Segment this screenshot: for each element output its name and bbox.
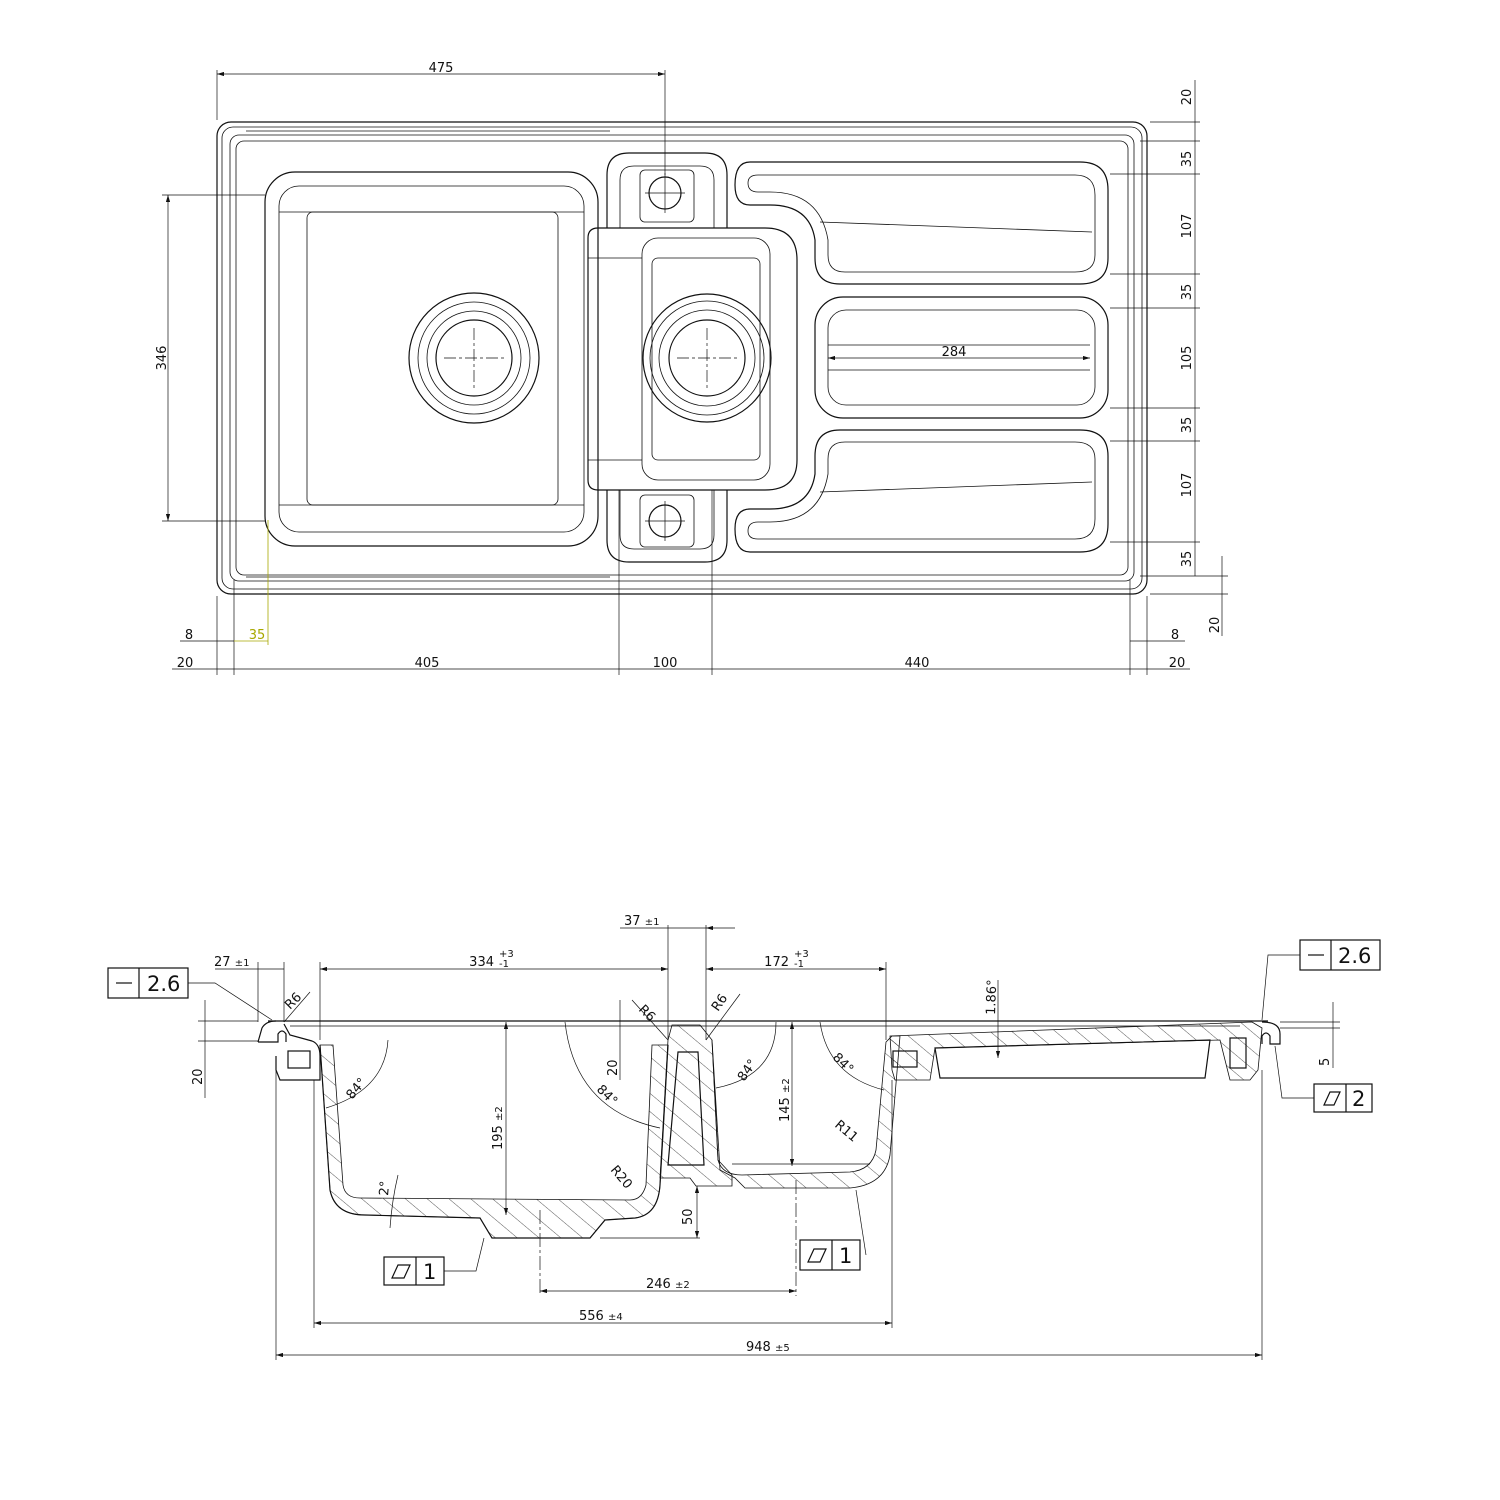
tap-hole-bottom bbox=[606, 490, 728, 563]
dim-346: 346 bbox=[155, 346, 170, 371]
dim-8-left: 8 bbox=[185, 628, 193, 643]
label-r20: R20 bbox=[607, 1163, 635, 1192]
svg-text:2: 2 bbox=[1352, 1087, 1365, 1111]
dim-8-right: 8 bbox=[1171, 628, 1179, 643]
flatness-tolerance-right: 2.6 bbox=[1261, 939, 1381, 1021]
flatness-tolerance-left: 2.6 bbox=[107, 967, 273, 1021]
label-angle-84-b: 84° bbox=[593, 1082, 620, 1109]
dim-20-top: 20 bbox=[1180, 89, 1195, 106]
small-bowl-waste bbox=[642, 293, 772, 423]
svg-text:2.6: 2.6 bbox=[147, 972, 180, 996]
svg-text:2.6: 2.6 bbox=[1338, 944, 1371, 968]
main-bowl-waste bbox=[408, 292, 540, 424]
small-bowl bbox=[587, 227, 798, 491]
dim-35-c: 35 bbox=[1180, 417, 1195, 434]
dim-20-rim: 20 bbox=[191, 1068, 206, 1085]
dim-5: 5 bbox=[1318, 1058, 1333, 1066]
svg-text:1: 1 bbox=[423, 1260, 436, 1284]
dim-334-tol-minus: -1 bbox=[499, 959, 509, 970]
sink-outline bbox=[216, 121, 1148, 595]
dim-284: 284 bbox=[942, 345, 967, 360]
dim-405: 405 bbox=[415, 656, 440, 671]
dim-172-tol-minus: -1 bbox=[794, 959, 804, 970]
plan-view: 475 20 35 107 35 105 35 107 35 20 346 28… bbox=[155, 61, 1228, 675]
dim-172-tol-plus: +3 bbox=[794, 949, 809, 960]
main-bowl bbox=[264, 171, 599, 547]
label-angle-84-c: 84° bbox=[735, 1057, 761, 1084]
section-dimensions: 37 ±1 27 ±1 334 +3 -1 172 +3 -1 2.6 2.6 … bbox=[107, 914, 1381, 1360]
dim-35-a: 35 bbox=[1180, 151, 1195, 168]
plan-dimensions: 475 20 35 107 35 105 35 107 35 20 346 28… bbox=[155, 61, 1228, 675]
label-r11: R11 bbox=[831, 1118, 860, 1146]
dim-172: 172 bbox=[764, 955, 789, 970]
dim-35-b: 35 bbox=[1180, 284, 1195, 301]
dim-105: 105 bbox=[1180, 346, 1195, 371]
section-view: 37 ±1 27 ±1 334 +3 -1 172 +3 -1 2.6 2.6 … bbox=[107, 914, 1381, 1360]
label-r6-mid: R6 bbox=[635, 1002, 658, 1025]
label-angle-84-a: 84° bbox=[344, 1075, 370, 1102]
parallelism-tolerance-2: 2 bbox=[1274, 1045, 1373, 1113]
dim-107-b: 107 bbox=[1180, 473, 1195, 498]
dim-37: 37 ±1 bbox=[624, 914, 659, 929]
dim-35-d: 35 bbox=[1180, 551, 1195, 568]
dim-20-step: 20 bbox=[606, 1059, 621, 1076]
dim-35-left: 35 bbox=[249, 628, 266, 643]
drainer-grooves bbox=[734, 161, 1109, 553]
dim-20-bottom: 20 bbox=[1208, 617, 1223, 634]
dim-20-right: 20 bbox=[1169, 656, 1186, 671]
dim-556: 556 ±4 bbox=[579, 1309, 623, 1324]
label-angle-84-d: 84° bbox=[829, 1050, 856, 1077]
dim-440: 440 bbox=[905, 656, 930, 671]
dim-20-left: 20 bbox=[177, 656, 194, 671]
dim-948: 948 ±5 bbox=[746, 1340, 790, 1355]
dim-334: 334 bbox=[469, 955, 494, 970]
dim-50: 50 bbox=[681, 1208, 696, 1225]
label-drainer-slope: 1.86° bbox=[984, 979, 1000, 1015]
label-r6-left: R6 bbox=[282, 990, 305, 1013]
dim-145: 145 ±2 bbox=[778, 1078, 793, 1122]
svg-text:1: 1 bbox=[839, 1244, 852, 1268]
parallelism-tolerance-1-left: 1 bbox=[383, 1237, 485, 1286]
dim-107-a: 107 bbox=[1180, 214, 1195, 239]
parallelism-tolerance-1-right: 1 bbox=[799, 1189, 867, 1271]
dim-334-tol-plus: +3 bbox=[499, 949, 514, 960]
dim-100: 100 bbox=[653, 656, 678, 671]
dim-246: 246 ±2 bbox=[646, 1277, 690, 1292]
tap-hole-top bbox=[606, 152, 728, 228]
dim-27: 27 ±1 bbox=[214, 955, 249, 970]
label-angle-2: 2° bbox=[377, 1180, 393, 1196]
section-profile bbox=[257, 1020, 1281, 1239]
dim-195: 195 ±2 bbox=[491, 1106, 506, 1150]
dim-475: 475 bbox=[429, 61, 454, 76]
